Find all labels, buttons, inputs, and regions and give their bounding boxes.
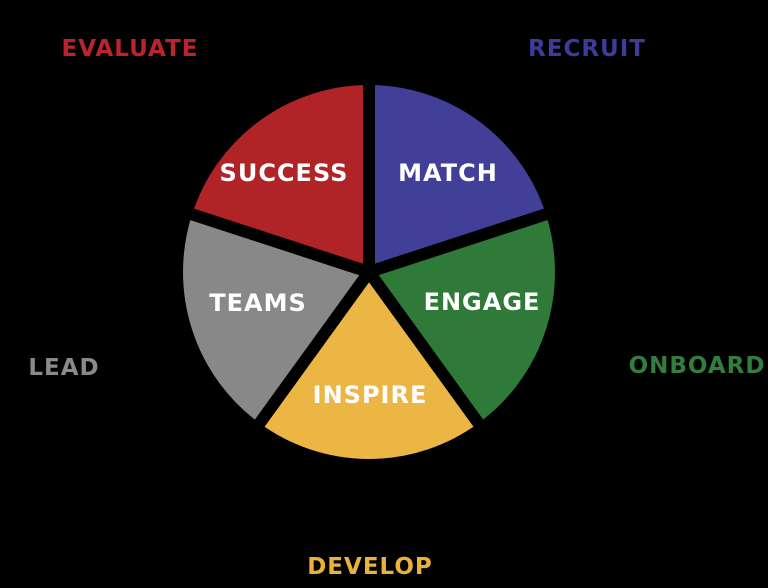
slice-engage-wedge	[363, 206, 567, 435]
slice-teams-wedge	[171, 206, 375, 435]
stage-label-onboard: ONBOARD	[629, 353, 766, 379]
slice-inspire-wedge	[250, 266, 488, 471]
slice-engage-label: ENGAGE	[424, 288, 541, 316]
stage-label-recruit: RECRUIT	[528, 36, 646, 62]
stage-label-evaluate: EVALUATE	[62, 36, 199, 62]
stage-label-develop: DEVELOP	[307, 554, 433, 580]
slice-teams-label: TEAMS	[209, 289, 307, 317]
stage-label-lead: LEAD	[28, 355, 99, 381]
slice-success-label: SUCCESS	[220, 159, 349, 187]
slice-match-label: MATCH	[398, 159, 498, 187]
slice-inspire-label: INSPIRE	[313, 381, 428, 409]
slice-success-wedge	[180, 73, 375, 278]
